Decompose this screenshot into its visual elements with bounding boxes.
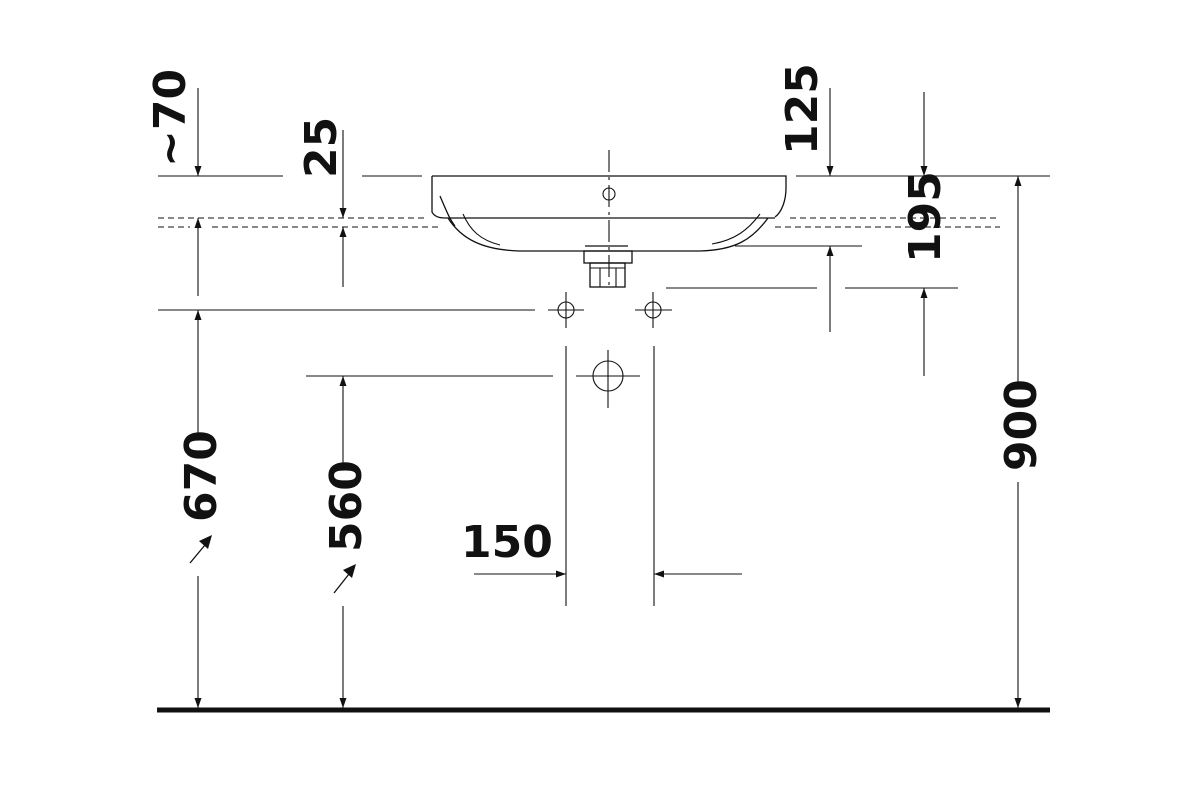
dim-rim-label: 25 — [296, 117, 347, 178]
drain-connection — [576, 350, 640, 408]
approx-arrow-drain — [333, 564, 356, 594]
dim-right-top-label: 125 — [777, 63, 828, 155]
dim-spacing-label: 150 — [461, 517, 553, 568]
dim-tap-label: 670 — [176, 430, 227, 522]
approx-arrow-tap — [189, 535, 212, 564]
dim-offset-label: ~70 — [145, 69, 196, 167]
dim-waste-label: 195 — [900, 171, 951, 263]
basin-outline — [431, 175, 787, 288]
dim-drain-label: 560 — [321, 460, 372, 552]
dim-total-label: 900 — [996, 379, 1047, 471]
